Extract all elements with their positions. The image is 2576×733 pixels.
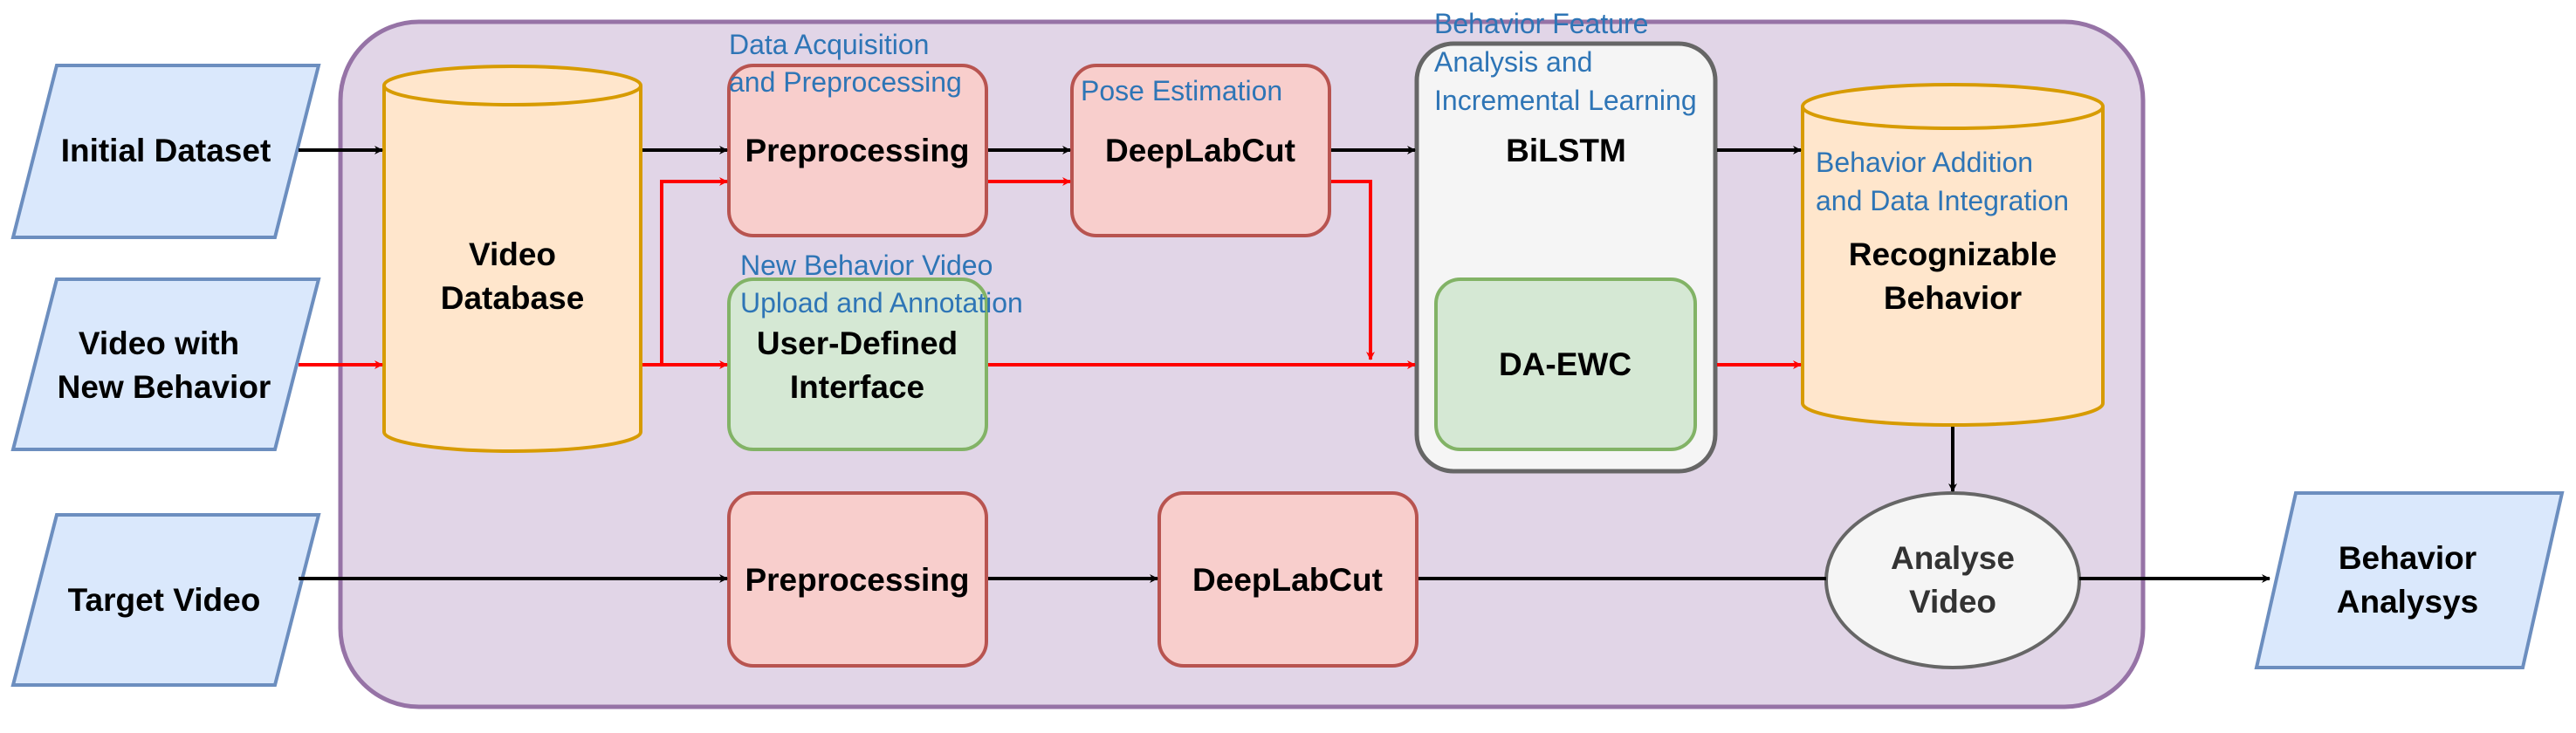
recognizable-behavior-label-2: Behavior	[1884, 280, 2022, 316]
annotation-behavior-feature-1: Behavior Feature	[1434, 8, 1648, 39]
target-video-box	[10, 513, 321, 687]
da-ewc-box	[1434, 277, 1697, 451]
annotation-new-behavior-upload-1: New Behavior Video	[740, 250, 993, 281]
deeplabcut-top-label: DeepLabCut	[1105, 133, 1295, 168]
initial-dataset-label: Initial Dataset	[61, 133, 271, 168]
arrow-database-to-preprocessing-red	[642, 177, 728, 366]
user-defined-interface-label-2: Interface	[790, 369, 924, 405]
annotation-new-behavior-upload-2: Upload and Annotation	[740, 287, 1023, 319]
video-database-cylinder	[382, 65, 642, 453]
preprocessing-top-box	[727, 64, 988, 237]
annotation-behavior-feature-2: Analysis and	[1434, 46, 1592, 78]
annotation-data-acquisition-1: Data Acquisition	[729, 29, 929, 60]
video-database-label-2: Database	[441, 280, 585, 316]
initial-dataset-box	[10, 64, 321, 239]
da-ewc-label: DA-EWC	[1499, 346, 1631, 382]
preprocessing-bottom-label: Preprocessing	[745, 562, 969, 598]
black-arrows	[299, 146, 2270, 583]
behavior-analysis-label-2: Analysys	[2337, 584, 2479, 620]
target-video-label: Target Video	[68, 582, 261, 618]
new-behavior-video-box	[10, 277, 321, 451]
analyse-video-ellipse	[1824, 491, 2081, 669]
new-behavior-video-label-1: Video with	[79, 325, 239, 361]
annotation-data-acquisition-2: and Preprocessing	[729, 66, 962, 98]
bilstm-label: BiLSTM	[1506, 133, 1626, 168]
red-arrows	[299, 177, 1802, 369]
user-defined-interface-box	[727, 277, 988, 451]
deeplabcut-bottom-label: DeepLabCut	[1192, 562, 1383, 598]
preprocessing-top-label: Preprocessing	[745, 133, 969, 168]
annotation-behavior-addition-1: Behavior Addition	[1816, 147, 2033, 178]
preprocessing-bottom-box	[727, 491, 988, 668]
behavior-analysis-box	[2254, 491, 2565, 669]
annotation-behavior-feature-3: Incremental Learning	[1434, 85, 1697, 116]
recognizable-behavior-label-1: Recognizable	[1849, 236, 2057, 272]
analyse-video-label-2: Video	[1909, 584, 1996, 620]
analyse-video-label-1: Analyse	[1891, 540, 2015, 576]
deeplabcut-top-box	[1070, 64, 1331, 237]
annotation-behavior-addition-2: and Data Integration	[1816, 185, 2069, 216]
behavior-analysis-label-1: Behavior	[2339, 540, 2476, 576]
new-behavior-video-label-2: New Behavior	[58, 369, 271, 405]
annotation-pose-estimation: Pose Estimation	[1081, 75, 1282, 106]
user-defined-interface-label-1: User-Defined	[757, 325, 958, 361]
deeplabcut-bottom-box	[1157, 491, 1419, 668]
video-database-label-1: Video	[469, 236, 556, 272]
recognizable-behavior-cylinder	[1801, 83, 2105, 427]
arrow-deeplabcut-to-merge	[1331, 180, 1375, 360]
